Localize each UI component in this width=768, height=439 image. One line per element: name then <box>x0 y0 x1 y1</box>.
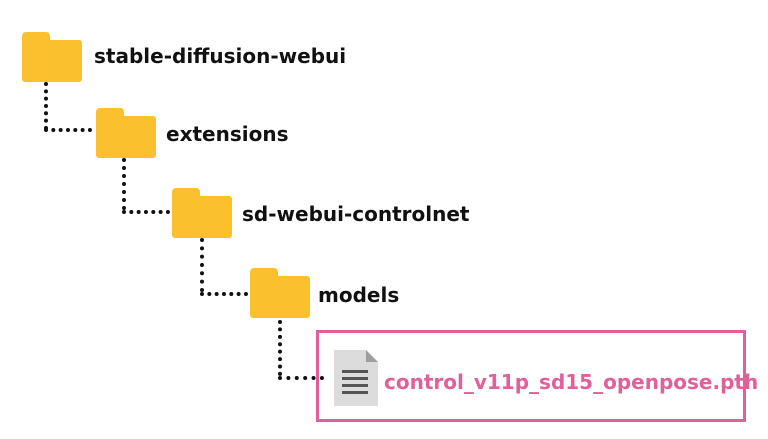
folder-label-models: models <box>318 283 400 307</box>
tree-connector <box>200 238 204 292</box>
tree-connector <box>278 376 324 380</box>
file-label-model: control_v11p_sd15_openpose.pth <box>384 370 759 394</box>
folder-icon <box>22 32 82 82</box>
folder-label-stable-diffusion-webui: stable-diffusion-webui <box>94 44 347 68</box>
folder-icon <box>172 188 232 238</box>
folder-label-extensions: extensions <box>166 122 289 146</box>
tree-connector <box>44 82 48 130</box>
folder-icon <box>250 268 310 318</box>
tree-connector <box>122 158 126 210</box>
file-highlight-box <box>316 330 746 422</box>
folder-icon <box>96 108 156 158</box>
tree-connector <box>44 128 92 132</box>
tree-connector <box>278 320 282 376</box>
folder-label-sd-webui-controlnet: sd-webui-controlnet <box>242 202 470 226</box>
tree-connector <box>200 292 248 296</box>
document-icon <box>334 350 378 406</box>
tree-connector <box>122 210 170 214</box>
